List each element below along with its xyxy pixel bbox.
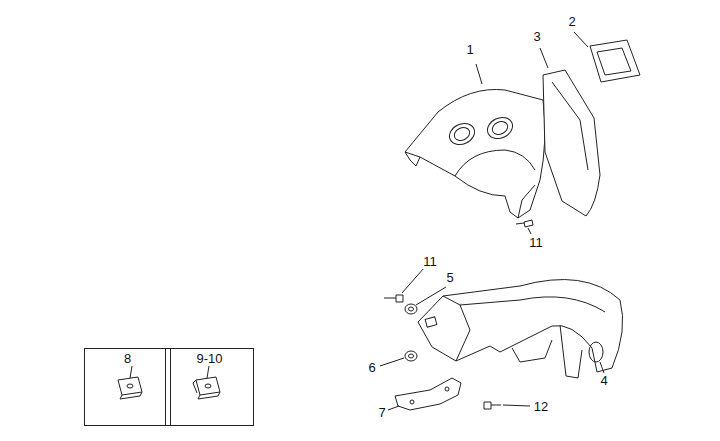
callout-number: 11 <box>422 255 438 269</box>
inset-box: 8 <box>84 348 171 426</box>
callout-number: 5 <box>445 271 454 285</box>
callout-number: 7 <box>377 406 386 420</box>
callout-number: 8 <box>85 352 170 366</box>
callout-number: 1 <box>465 43 474 57</box>
callout-number: 3 <box>532 30 541 44</box>
callout-number: 11 <box>528 236 544 250</box>
inset-box: 9-10 <box>165 348 254 426</box>
callout-number: 9-10 <box>166 352 253 366</box>
callout-number: 12 <box>533 400 549 414</box>
callout-number: 6 <box>367 361 376 375</box>
callout-number: 2 <box>567 15 576 29</box>
callout-number: 4 <box>599 374 608 388</box>
